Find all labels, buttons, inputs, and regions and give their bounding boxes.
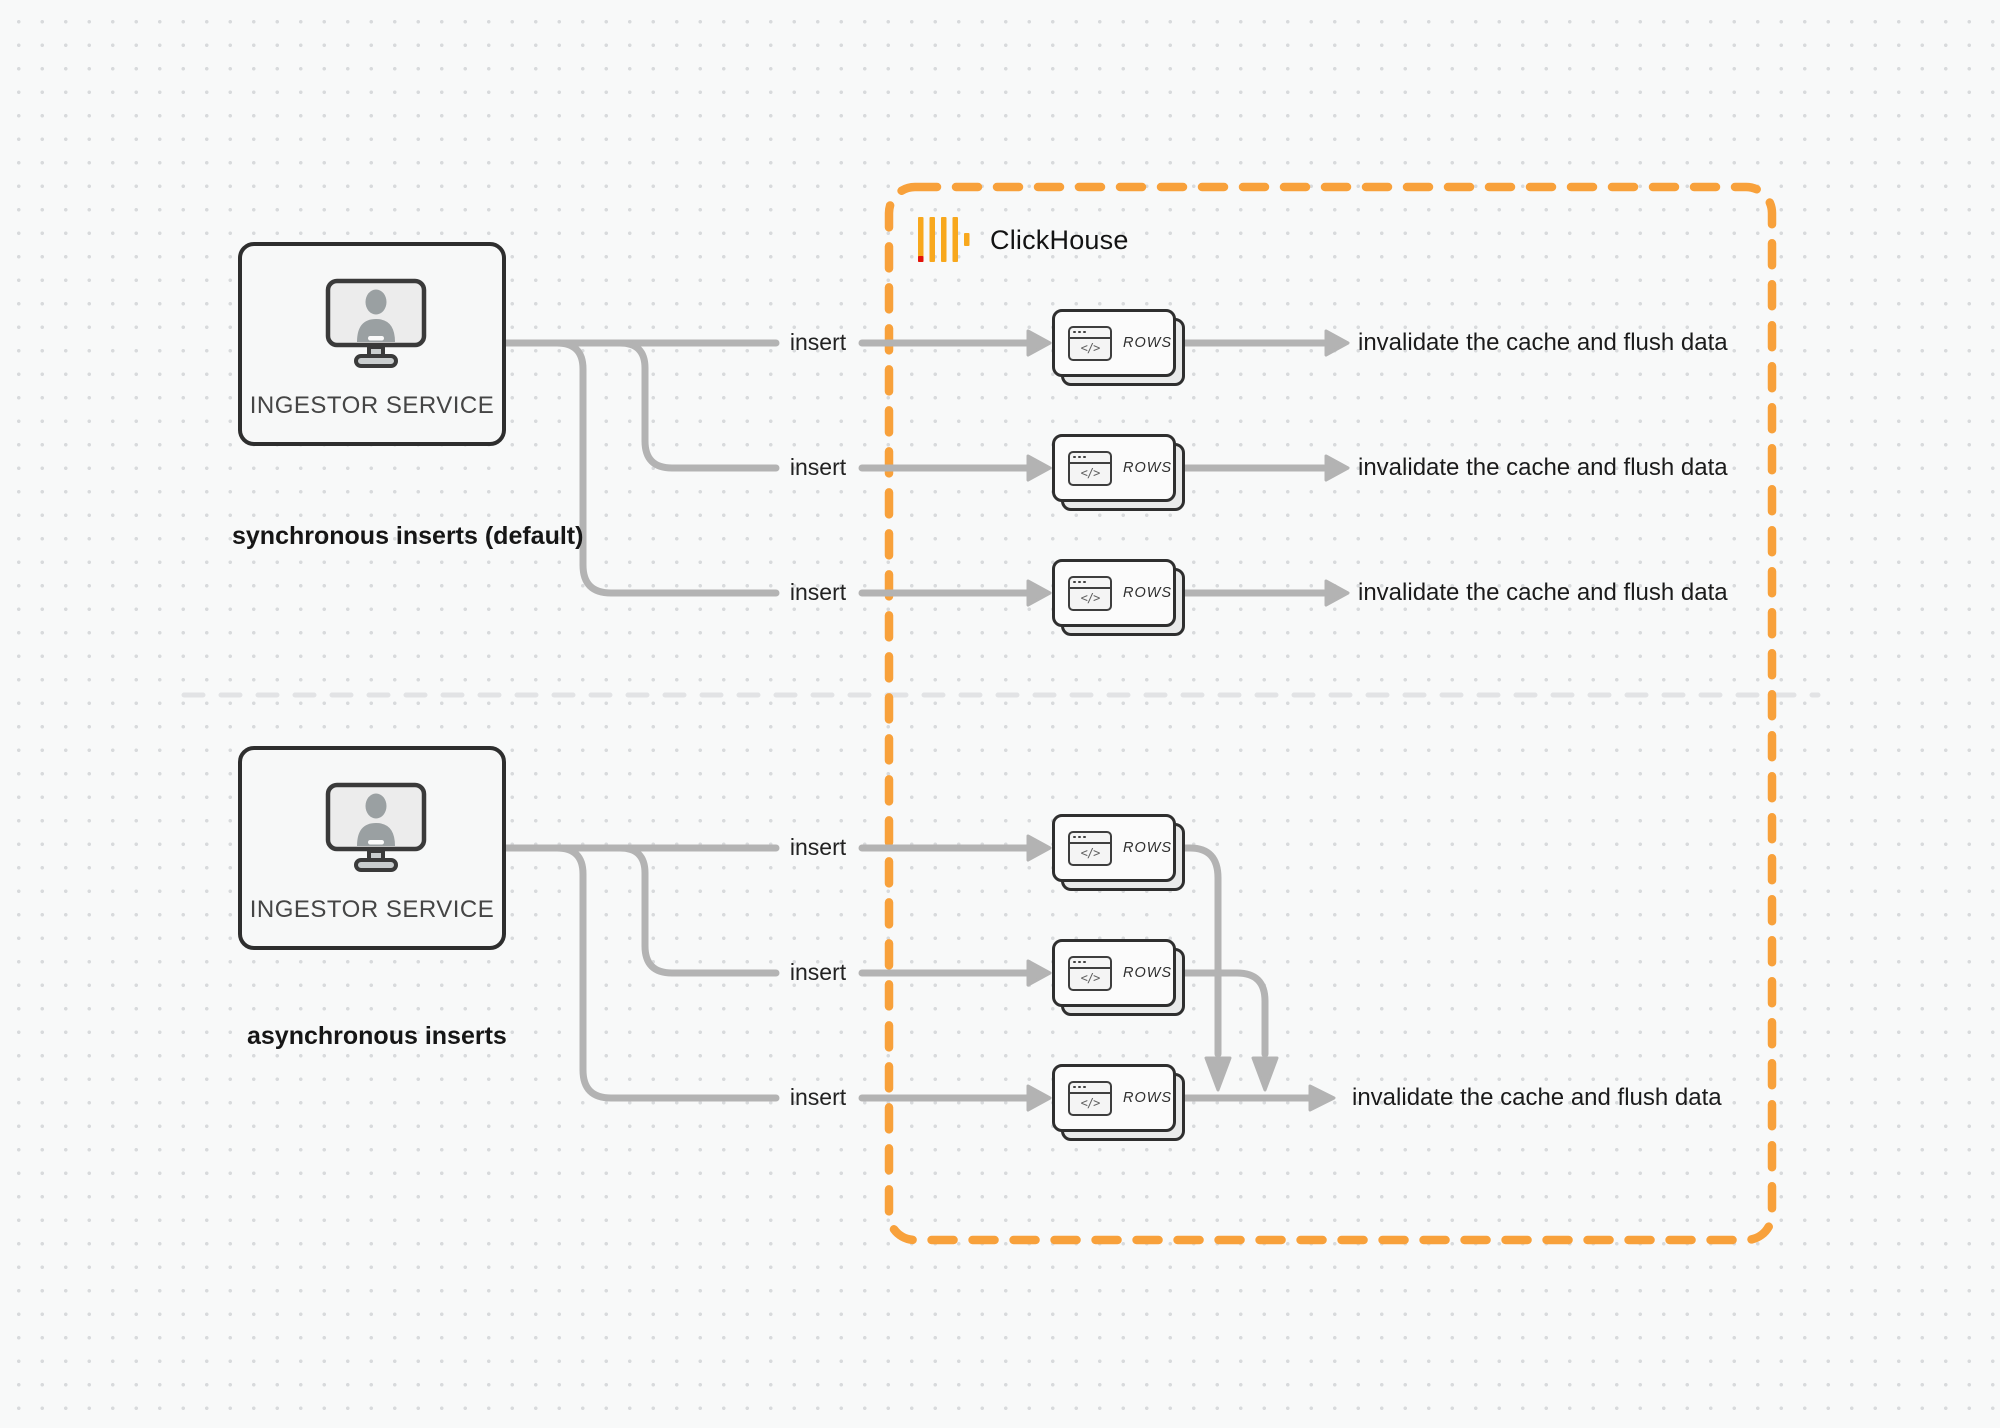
insert-label: insert [789,959,847,985]
sync-connectors [502,339,1328,597]
card-front-layer: </> ROWS [1052,814,1176,882]
insert-label: insert [789,329,847,355]
card-front-layer: </> ROWS [1052,1064,1176,1132]
clickhouse-boundary [884,182,1777,1245]
window-titlebar [1070,833,1110,844]
result-label: invalidate the cache and flush data [1352,1084,1722,1111]
code-glyph: </> [1080,465,1101,480]
sync-arrowheads [1026,329,1350,607]
insert-label: insert [789,454,847,480]
window-code-icon: </> [1068,325,1112,361]
rows-card-label: ROWS [1123,460,1173,476]
rows-card-label: ROWS [1123,1090,1173,1106]
window-titlebar [1070,578,1110,589]
window-code-icon: </> [1068,1080,1112,1116]
window-titlebar [1070,328,1110,339]
result-label: invalidate the cache and flush data [1358,454,1728,481]
window-titlebar [1070,453,1110,464]
ingestor-service-box-async: INGESTOR SERVICE [238,746,506,950]
result-label: invalidate the cache and flush data [1358,329,1728,356]
card-front-layer: </> ROWS [1052,939,1176,1007]
rows-card: </> ROWS [1052,309,1185,386]
service-box-label: INGESTOR SERVICE [249,896,495,923]
async-section-caption: asynchronous inserts [247,1022,507,1050]
service-box-label: INGESTOR SERVICE [249,392,495,419]
monitor-user-icon [325,782,427,872]
rows-card: </> ROWS [1052,1064,1185,1141]
clickhouse-label: ClickHouse [990,224,1129,255]
card-front-layer: </> ROWS [1052,559,1176,627]
window-code-icon: </> [1068,830,1112,866]
rows-card-label: ROWS [1123,585,1173,601]
rows-card-label: ROWS [1123,840,1173,856]
async-connectors [502,844,1314,1102]
card-front-layer: </> ROWS [1052,309,1176,377]
code-glyph: </> [1080,590,1101,605]
clickhouse-bars-icon [918,217,970,262]
window-titlebar [1070,958,1110,969]
ingestor-service-box-sync: INGESTOR SERVICE [238,242,506,446]
sync-section-caption: synchronous inserts (default) [232,522,584,550]
code-glyph: </> [1080,340,1101,355]
code-glyph: </> [1080,1095,1101,1110]
rows-card: </> ROWS [1052,814,1185,891]
code-glyph: </> [1080,845,1101,860]
window-code-icon: </> [1068,450,1112,486]
insert-label: insert [789,834,847,860]
async-arrowheads [1026,834,1336,1112]
window-code-icon: </> [1068,955,1112,991]
clickhouse-logo: ClickHouse [918,214,1129,266]
rows-card-label: ROWS [1123,965,1173,981]
rows-card: </> ROWS [1052,434,1185,511]
monitor-user-icon [325,278,427,368]
insert-label: insert [789,579,847,605]
insert-label: insert [789,1084,847,1110]
card-front-layer: </> ROWS [1052,434,1176,502]
window-code-icon: </> [1068,575,1112,611]
code-glyph: </> [1080,970,1101,985]
rows-card-label: ROWS [1123,335,1173,351]
rows-card: </> ROWS [1052,939,1185,1016]
window-titlebar [1070,1083,1110,1094]
rows-card: </> ROWS [1052,559,1185,636]
result-label: invalidate the cache and flush data [1358,579,1728,606]
